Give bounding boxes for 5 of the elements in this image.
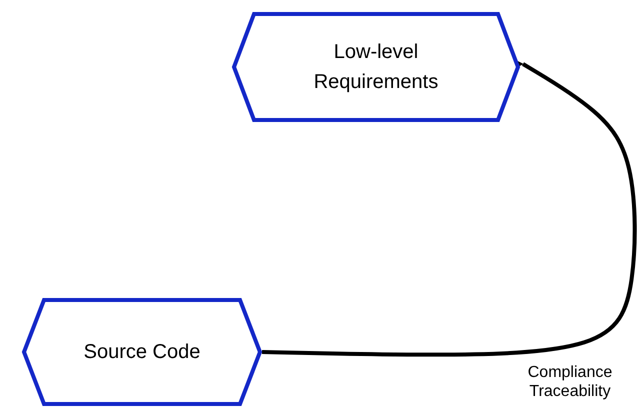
node-label: Source Code <box>82 340 202 365</box>
hexagon-node <box>22 298 262 406</box>
curved-arrow <box>260 62 637 357</box>
hexagon-node <box>232 12 520 122</box>
node-label: Low-level Requirements <box>312 40 440 95</box>
